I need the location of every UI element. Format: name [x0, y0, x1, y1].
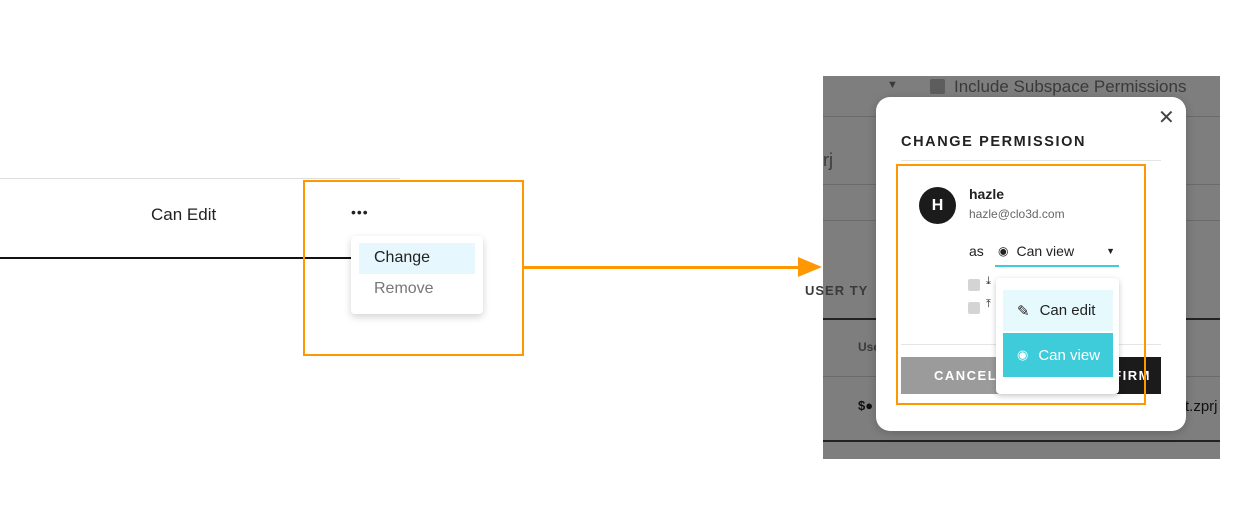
chevron-down-icon: ▼: [1106, 246, 1115, 256]
arrow-line: [523, 266, 801, 269]
user-type-header: USER TY: [805, 283, 869, 298]
download-icon: ⤓: [986, 275, 991, 287]
as-label: as: [969, 243, 984, 259]
upload-checkbox[interactable]: [968, 302, 980, 314]
selected-permission: Can view: [1016, 243, 1075, 259]
option-label: Can edit: [1039, 302, 1096, 319]
avatar-initial: H: [931, 196, 944, 214]
dropdown-caret-icon: ▼: [887, 79, 898, 91]
permission-dropdown: ✎ Can edit ◉ Can view: [996, 278, 1119, 394]
context-menu: Change Remove: [351, 236, 483, 314]
menu-item-change[interactable]: Change: [359, 243, 475, 274]
user-name: hazle: [969, 186, 1005, 202]
upload-icon: ⤒: [986, 298, 991, 310]
option-can-view[interactable]: ◉ Can view: [1003, 333, 1113, 377]
permission-value: Can Edit: [151, 205, 217, 224]
download-checkbox[interactable]: [968, 279, 980, 291]
change-permission-dialog: ✕ CHANGE PERMISSION H hazle hazle@clo3d.…: [876, 97, 1186, 431]
pencil-icon: ✎: [1017, 302, 1030, 320]
table-divider: [0, 178, 400, 179]
option-can-edit[interactable]: ✎ Can edit: [1003, 290, 1113, 331]
menu-item-remove[interactable]: Remove: [374, 280, 434, 297]
avatar: H: [919, 187, 956, 224]
user-type-icon: $●: [858, 398, 874, 413]
eye-icon: ◉: [1017, 347, 1029, 362]
user-email: hazle@clo3d.com: [969, 207, 1065, 221]
option-label: Can view: [1038, 346, 1101, 364]
user-column-fragment: Use: [858, 340, 881, 354]
include-subspace-label: Include Subspace Permissions: [954, 77, 1187, 96]
permission-select[interactable]: ◉ Can view ▼: [995, 237, 1119, 267]
row-divider: [0, 257, 352, 259]
more-options-button[interactable]: •••: [351, 204, 369, 220]
highlight-frame-right: [896, 164, 1146, 405]
file-name-fragment-bottom: rt.zprj: [1180, 398, 1218, 415]
include-subspace-checkbox: [930, 79, 945, 94]
divider: [823, 440, 1220, 442]
title-divider: [901, 160, 1161, 161]
file-name-fragment: rj: [823, 150, 833, 170]
eye-icon: ◉: [998, 244, 1009, 258]
highlight-frame-left: [303, 180, 524, 356]
dialog-title: CHANGE PERMISSION: [901, 134, 1087, 150]
close-icon[interactable]: ✕: [1158, 107, 1175, 129]
arrow-head-icon: [798, 257, 822, 277]
